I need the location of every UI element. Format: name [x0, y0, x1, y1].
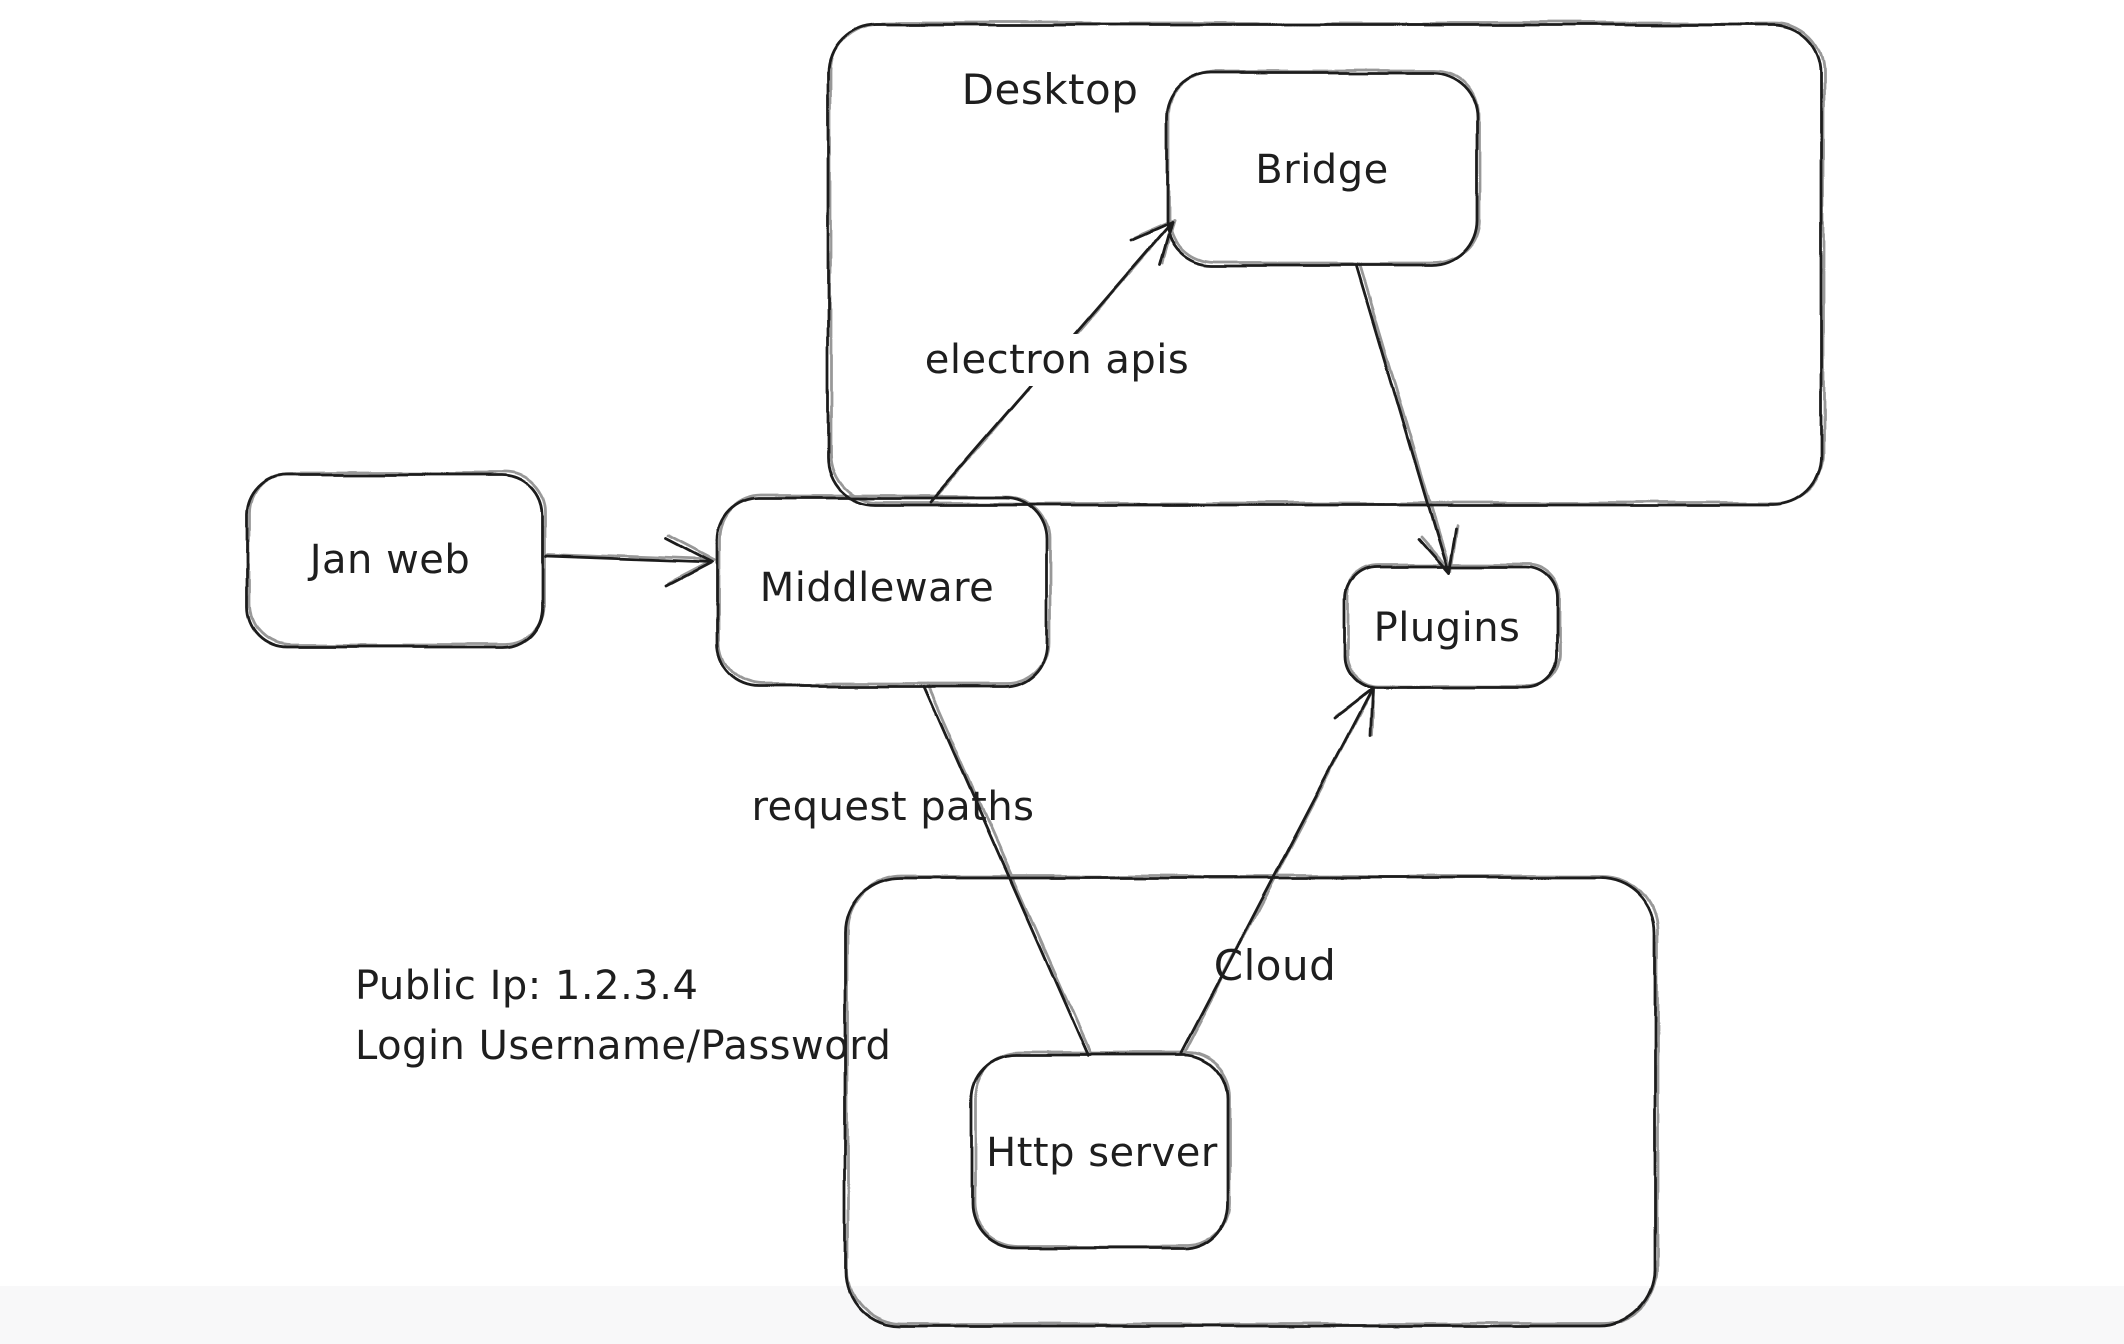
request-paths-edge-label: request paths	[751, 784, 1035, 830]
middleware-label: Middleware	[759, 565, 995, 611]
desktop-label: Desktop	[961, 64, 1139, 114]
http-server-label: Http server	[986, 1130, 1218, 1176]
credentials-note: Public Ip: 1.2.3.4 Login Username/Passwo…	[355, 956, 891, 1076]
electron-apis-edge-label: electron apis	[914, 334, 1200, 386]
plugins-label: Plugins	[1373, 605, 1521, 651]
jan-web-label: Jan web	[309, 537, 471, 583]
login-text: Login Username/Password	[355, 1023, 892, 1069]
bridge-label: Bridge	[1255, 147, 1389, 193]
public-ip-text: Public Ip: 1.2.3.4	[355, 963, 699, 1009]
cloud-label: Cloud	[1213, 940, 1337, 990]
canvas-bottom-edge	[0, 1286, 2124, 1344]
